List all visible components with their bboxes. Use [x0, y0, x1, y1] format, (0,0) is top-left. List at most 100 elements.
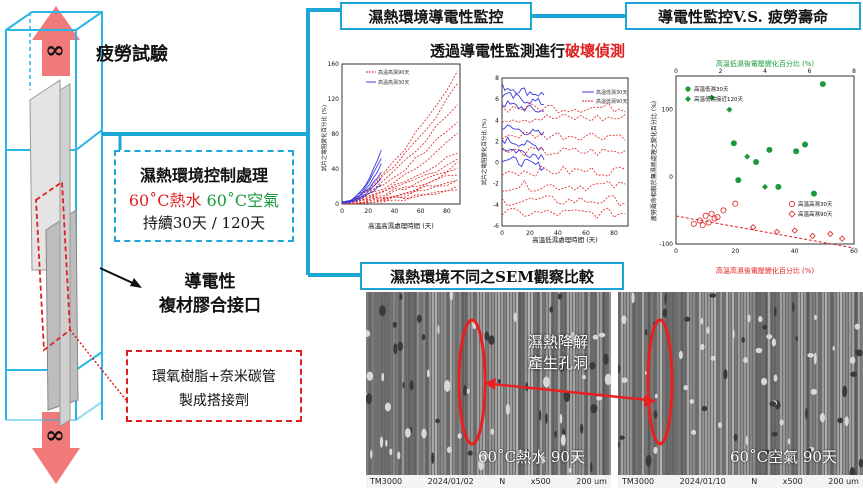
sem-annotation-line1: 濕熱降解 — [527, 333, 588, 351]
sem-fiber-stripe — [510, 292, 512, 475]
sem-speck — [554, 430, 557, 438]
sem-speck — [543, 376, 550, 388]
sem-fiber-stripe — [654, 292, 656, 475]
c3-point-red-circle — [720, 207, 727, 214]
c1-xtick: 40 — [391, 208, 399, 215]
sem-fiber-stripe — [417, 292, 419, 475]
sem-speck — [732, 329, 735, 339]
treatment-box: 濕熱環境控制處理 60˚C熱水 60˚C空氣 持續30天 / 120天 — [114, 150, 294, 242]
c3-ytick: -100 — [659, 241, 673, 248]
sem-speck — [557, 293, 563, 300]
sem-fiber-stripe — [693, 292, 695, 475]
sem-fiber-stripe — [540, 292, 542, 475]
sem-speck — [449, 292, 453, 301]
sem-fiber-stripe — [675, 292, 677, 475]
sem-fiber-stripe — [717, 292, 719, 475]
sem1-label: 60˚C空氣 90天 — [730, 448, 837, 466]
sem-fiber-stripe — [468, 292, 470, 475]
sem-fiber-stripe — [399, 292, 401, 475]
c3-point-red-circle — [699, 222, 706, 229]
sem-speck — [644, 329, 648, 336]
c3-ytick: 100 — [662, 107, 674, 114]
sem-speck — [710, 356, 716, 361]
sem-speck — [814, 315, 817, 320]
sem-speck — [807, 447, 812, 455]
sem-fiber-stripe — [639, 292, 641, 475]
sem-speck — [402, 381, 405, 389]
sem-fiber-stripe — [858, 292, 860, 475]
c2-series-red — [502, 113, 626, 123]
sem1-footer-n: N — [751, 477, 758, 486]
sem-fiber-stripe — [585, 292, 587, 475]
sem-fiber-stripe — [366, 292, 368, 475]
sem1-footer-left: TM3000 — [622, 477, 655, 486]
sem-fiber-stripe — [627, 292, 629, 475]
sem-speck — [844, 416, 849, 427]
sem-speck — [559, 413, 563, 424]
sem-speck — [392, 321, 397, 328]
sem-speck — [513, 312, 517, 322]
fatigue-test-label: 疲勞試驗 — [96, 44, 168, 65]
sem-fiber-stripe — [744, 292, 746, 475]
c3-top-xtick: 6 — [808, 68, 812, 75]
c3-point-red-diamond — [838, 235, 846, 242]
sem-speck — [653, 410, 658, 419]
sem-fiber-stripe — [429, 292, 431, 475]
sem-speck — [488, 335, 495, 345]
sem-fiber-stripe — [549, 292, 551, 475]
sem-fiber-stripe — [507, 292, 509, 475]
chart-fatigue-vs-voltage: 高溫低濕後電壓變化百分比 (%) 高溫高濕後電壓變化百分比 (%) 疲勞壽命相較… — [650, 59, 858, 275]
c3-point-red-circle — [708, 210, 715, 217]
sem-speck — [444, 380, 451, 392]
sem-fiber-stripe — [813, 292, 815, 475]
sem-fiber-stripe — [477, 292, 479, 475]
sem-image-hot-air: 60˚C空氣 90天 TM3000 2024/01/10 N x500 200 … — [618, 292, 863, 488]
c1-series-blue — [341, 158, 382, 204]
sem1-texture — [618, 292, 863, 475]
sem-fiber-stripe — [432, 292, 434, 475]
sem-fiber-stripe — [471, 292, 473, 475]
sem-fiber-stripe — [774, 292, 776, 475]
c2-xtick: 80 — [610, 230, 618, 237]
sem-fiber-stripe — [663, 292, 665, 475]
sem0-footer-scale: 200 um — [576, 477, 607, 486]
sem-fiber-stripe — [426, 292, 428, 475]
sem-fiber-stripe — [519, 292, 521, 475]
sem-fiber-stripe — [678, 292, 680, 475]
sem-fiber-stripe — [528, 292, 530, 475]
sem-fiber-stripe — [849, 292, 851, 475]
sem-speck — [858, 458, 863, 468]
sem-fiber-stripe — [624, 292, 626, 475]
c3-point-red-circle — [705, 219, 712, 226]
c3-ylabel: 疲勞壽命相較於無濕熱處理之變化百分比 (%) — [650, 101, 658, 221]
sem-speck — [771, 338, 777, 347]
sem-fiber-stripe — [516, 292, 518, 475]
c1-series-blue — [341, 149, 382, 205]
c3-point-green-circle — [730, 140, 737, 147]
treatment-title: 濕熱環境控制處理 — [139, 166, 268, 185]
sem-speck — [421, 428, 427, 439]
sem-speck — [545, 413, 548, 424]
sem-fiber-stripe — [414, 292, 416, 475]
c3-legend-marker — [788, 200, 795, 207]
sem-fiber-stripe — [789, 292, 791, 475]
sem-speck — [384, 402, 392, 412]
sem-fiber-stripe — [438, 292, 440, 475]
c3-bottom-xlabel: 高溫高濕後電壓變化百分比 (%) — [716, 266, 815, 275]
sem-fiber-stripe — [534, 292, 536, 475]
c1-xtick: 20 — [364, 208, 372, 215]
c1-ytick: 120 — [328, 96, 340, 103]
c3-point-green-circle — [793, 148, 800, 155]
hot-water-label: 60˚C熱水 — [128, 191, 202, 210]
sem-speck — [689, 399, 695, 405]
sem-speck — [684, 316, 691, 322]
sem-speck — [505, 403, 510, 416]
sem-speck — [463, 385, 467, 396]
sem-speck — [416, 314, 422, 323]
c3-legend-text: 高溫高濕30天 — [798, 200, 833, 208]
sem-fiber-stripe — [714, 292, 716, 475]
sem-speck — [580, 423, 584, 434]
sem-fiber-stripe — [453, 292, 455, 475]
